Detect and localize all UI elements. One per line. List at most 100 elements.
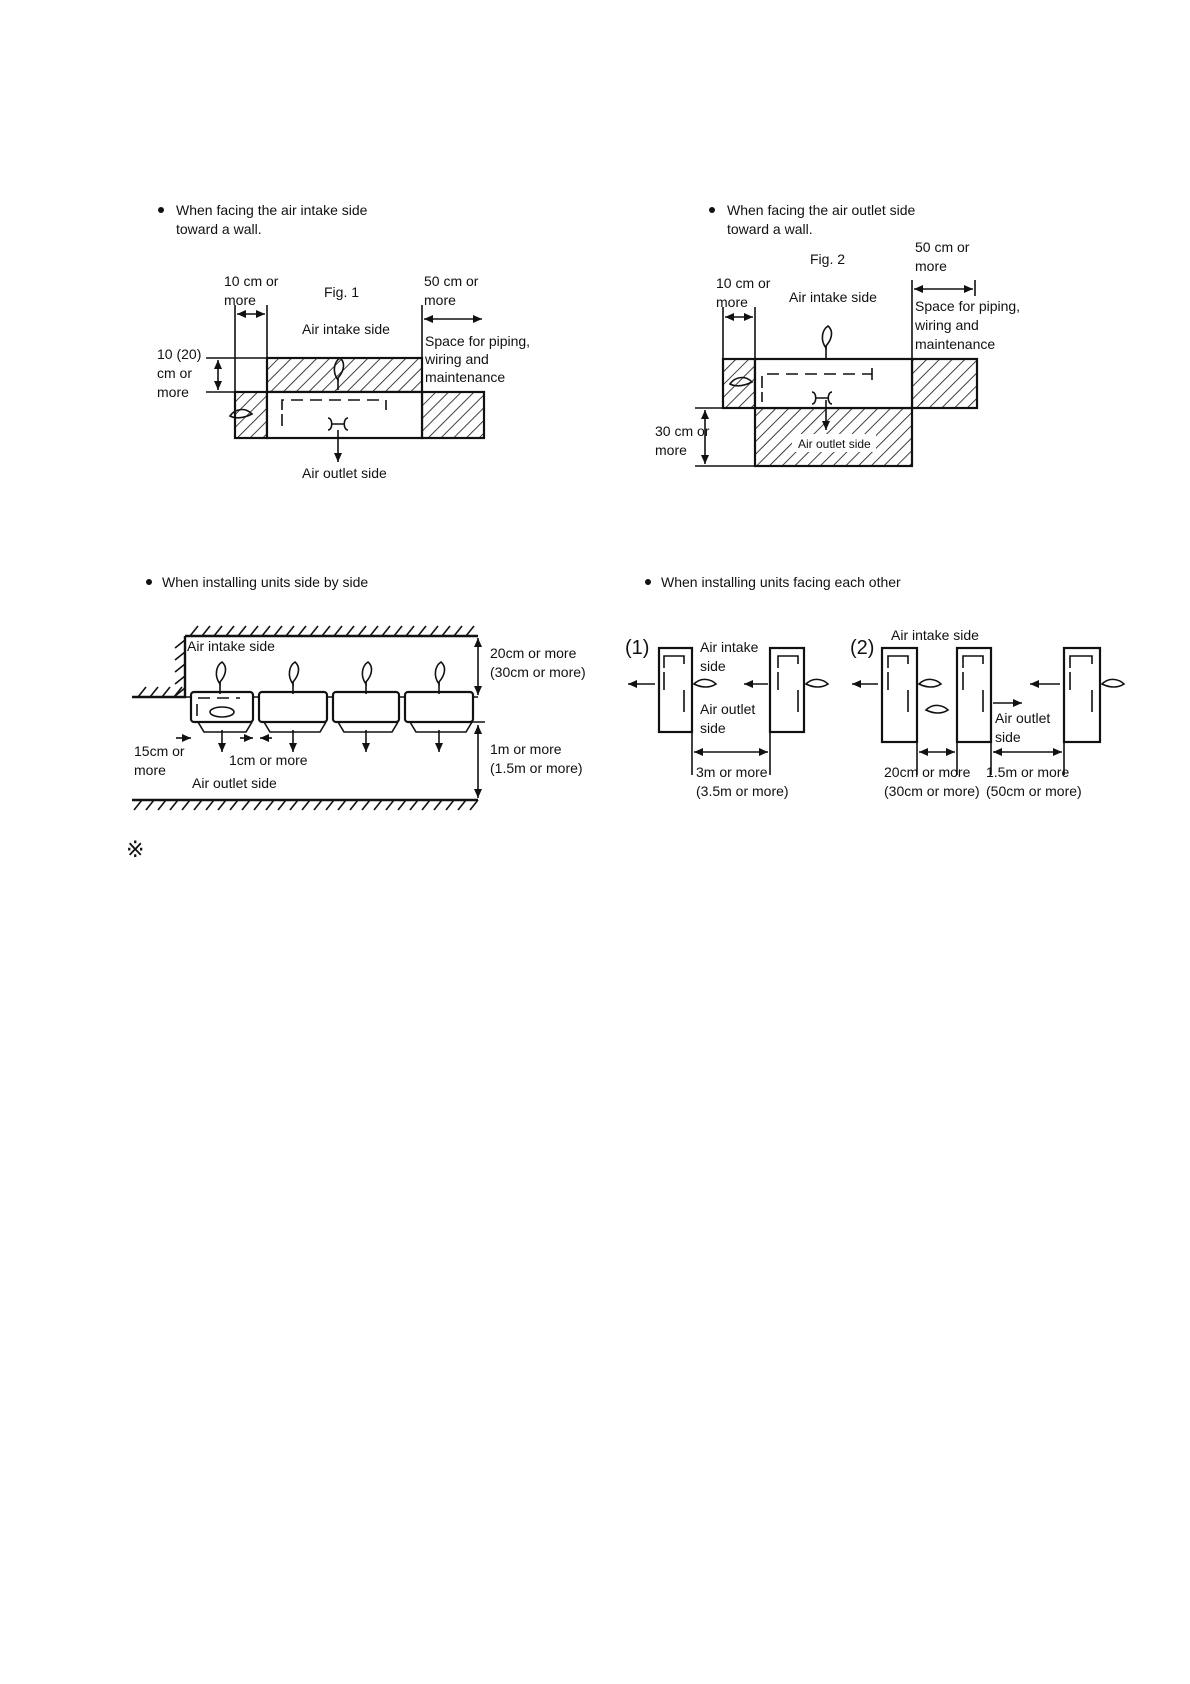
fig4-case2-unit-2 bbox=[955, 646, 993, 744]
hatch-tick bbox=[237, 625, 247, 637]
hatch-tick bbox=[421, 799, 431, 811]
hatch-tick bbox=[433, 799, 443, 811]
fig3-bottom-gap-1: 1m or more bbox=[490, 741, 562, 757]
bullet-dot bbox=[709, 207, 715, 213]
hatch-tick bbox=[453, 625, 463, 637]
hatch-tick bbox=[469, 799, 479, 811]
fig1-left-gap-1: 10 cm or bbox=[224, 273, 279, 289]
fig1-unit bbox=[265, 390, 424, 440]
hatch-tick bbox=[217, 799, 227, 811]
fig2-space-note-1: Space for piping, bbox=[915, 298, 1020, 314]
fig4-case1-outlet-1: Air outlet bbox=[700, 701, 755, 717]
fig2-outlet-label: Air outlet side bbox=[798, 437, 871, 451]
fig1-right-gap-2: more bbox=[424, 292, 456, 308]
fig3-bullet: When installing units side by side bbox=[162, 574, 368, 590]
fig4-case1-outlet-2: side bbox=[700, 720, 726, 736]
fig4-unit-detail bbox=[663, 655, 685, 712]
hatch-tick bbox=[253, 799, 263, 811]
fig3-intake-arrow-icon bbox=[361, 661, 373, 695]
fig3-group: When installing units side by side Air i… bbox=[132, 574, 586, 811]
fig3-intake-label: Air intake side bbox=[187, 638, 275, 654]
hatch-tick bbox=[241, 799, 251, 811]
fig1-top-gap-3: more bbox=[157, 384, 189, 400]
hatch-tick bbox=[397, 799, 407, 811]
fig2-bottom-gap-1: 30 cm or bbox=[655, 423, 710, 439]
fig2-right-gap-1: 50 cm or bbox=[915, 239, 970, 255]
hatch-tick bbox=[393, 625, 403, 637]
fig2-group: When facing the air outlet side toward a… bbox=[655, 202, 1020, 468]
hatch-tick bbox=[273, 625, 283, 637]
fig4-case1-intake-icon bbox=[804, 678, 830, 688]
fig4-case2-gap-a-2: (30cm or more) bbox=[884, 783, 980, 799]
hatch-tick bbox=[441, 625, 451, 637]
fig3-unit1-outline bbox=[196, 697, 240, 716]
hatch-tick bbox=[465, 625, 475, 637]
fig4-unit-detail bbox=[1069, 655, 1093, 712]
fig1-right-gap-1: 50 cm or bbox=[424, 273, 479, 289]
fig1-top-gap-2: cm or bbox=[157, 365, 192, 381]
fig3-intake-arrow-icon bbox=[215, 661, 227, 695]
fig4-case2-outlet-1: Air outlet bbox=[995, 710, 1050, 726]
fig3-bottom-wall-hatch bbox=[133, 799, 479, 811]
hatch-tick bbox=[361, 799, 371, 811]
fig2-left-gap-1: 10 cm or bbox=[716, 275, 771, 291]
fig2-intake-label: Air intake side bbox=[789, 289, 877, 305]
fig2-wall-right bbox=[910, 357, 979, 410]
fig3-top-wall-hatch bbox=[189, 625, 475, 637]
hatch-tick bbox=[369, 625, 379, 637]
fig4-case1-unit-right bbox=[768, 646, 806, 734]
bullet-dot bbox=[158, 207, 164, 213]
hatch-tick bbox=[181, 799, 191, 811]
fig4-case2-intake-icon bbox=[924, 704, 950, 714]
bullet-dot bbox=[146, 579, 152, 585]
hatch-tick bbox=[309, 625, 319, 637]
fig1-intake-label: Air intake side bbox=[302, 321, 390, 337]
fig3-top-gap-1: 20cm or more bbox=[490, 645, 577, 661]
fig1-bullet-line1: When facing the air intake side bbox=[176, 202, 368, 218]
hatch-tick bbox=[349, 799, 359, 811]
hatch-tick bbox=[357, 625, 367, 637]
hatch-tick bbox=[457, 799, 467, 811]
fig4-case2-intake-icon bbox=[1100, 678, 1126, 688]
fig2-left-gap-2: more bbox=[716, 294, 748, 310]
hatch-tick bbox=[133, 799, 143, 811]
fig1-wall-top bbox=[265, 356, 424, 394]
fig1-outlet-label: Air outlet side bbox=[302, 465, 387, 481]
hatch-tick bbox=[405, 625, 415, 637]
hatch-tick bbox=[325, 799, 335, 811]
fig2-outlet-label-bg bbox=[792, 434, 876, 452]
fig4-case2-intake-icon bbox=[917, 678, 943, 688]
hatch-tick bbox=[161, 686, 171, 698]
hatch-tick bbox=[189, 625, 199, 637]
fig4-case2-label: (2) bbox=[850, 637, 874, 659]
hatch-tick bbox=[174, 639, 186, 649]
hatch-tick bbox=[225, 625, 235, 637]
fig2-unit bbox=[753, 357, 914, 410]
hatch-tick bbox=[409, 799, 419, 811]
fig1-space-note-2: wiring and bbox=[424, 351, 489, 367]
fig3-between-gap: 1cm or more bbox=[229, 752, 308, 768]
fig4-unit-detail bbox=[777, 655, 799, 712]
fig4-unit-detail bbox=[962, 655, 984, 712]
hatch-tick bbox=[157, 799, 167, 811]
fig3-left-wall bbox=[132, 636, 187, 699]
hatch-tick bbox=[373, 799, 383, 811]
hatch-tick bbox=[213, 625, 223, 637]
fig3-intake-arrow-icon bbox=[288, 661, 300, 695]
hatch-tick bbox=[297, 625, 307, 637]
fig4-case2-intake: Air intake side bbox=[891, 627, 979, 643]
fig3-unit-bases bbox=[197, 721, 473, 733]
hatch-tick bbox=[429, 625, 439, 637]
bullet-dot bbox=[645, 579, 651, 585]
fig1-side-air-icon bbox=[228, 408, 254, 419]
fig4-case1-intake-icon bbox=[692, 678, 718, 688]
fig3-unit-3 bbox=[331, 690, 401, 724]
fig1-left-gap-2: more bbox=[224, 292, 256, 308]
hatch-tick bbox=[149, 686, 159, 698]
fig3-left-gap-1: 15cm or bbox=[134, 743, 185, 759]
fig2-side-air-icon bbox=[728, 376, 754, 387]
hatch-tick bbox=[173, 686, 183, 698]
fig3-unit-4 bbox=[403, 690, 475, 724]
hatch-tick bbox=[289, 799, 299, 811]
hatch-tick bbox=[285, 625, 295, 637]
